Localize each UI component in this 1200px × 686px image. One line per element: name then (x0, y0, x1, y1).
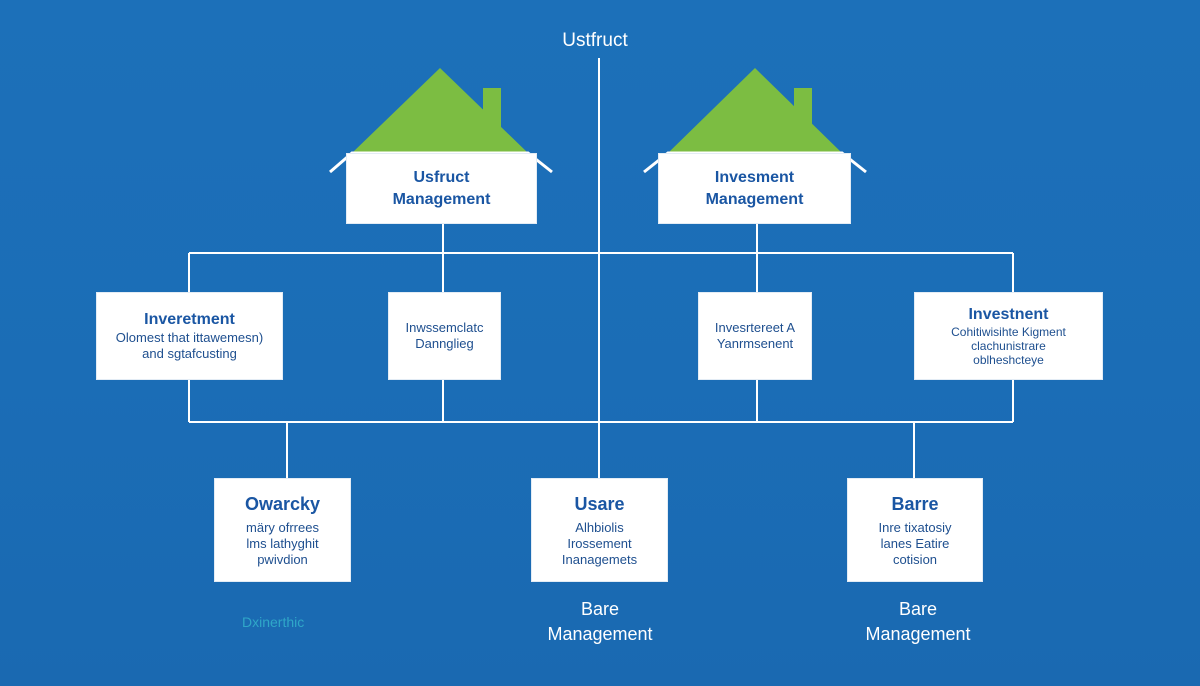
house-line2: Management (392, 190, 491, 208)
house-chimney-left (483, 88, 501, 128)
bottom-box-3: Barre Inre tixatosiy lanes Eatire cotisi… (847, 478, 983, 582)
box-text-line: and sgtafcusting (142, 346, 237, 361)
diagram-title: Ustfruct (562, 30, 628, 51)
house-box-usufruct-management: Usfruct Management (346, 153, 537, 224)
box-heading: Owarcky (244, 494, 321, 514)
house-line1: Invesment (714, 168, 795, 186)
middle-box-4: Investnent Cohitiwisihte Kigment clachun… (914, 292, 1103, 380)
caption-middle: Bare Management (520, 597, 680, 647)
house-line2: Management (705, 190, 804, 208)
house-box-investment-management: Invesment Management (658, 153, 851, 224)
box-text-line: lanes Eatire (880, 536, 950, 551)
box-heading: Usare (574, 494, 625, 514)
box-text-line: oblheshcteye (973, 353, 1044, 367)
caption-line1: Bare (898, 599, 938, 619)
box-text-line: Yanrmsenent (716, 336, 794, 351)
box-text-line: Cohitiwisihte Kigment (951, 325, 1066, 339)
box-text-line: clachunistrare (971, 339, 1046, 353)
faint-label: Dxinerthic (242, 614, 305, 630)
middle-box-1: Inveretment Olomest that ittawemesn) and… (96, 292, 283, 380)
caption-right: Bare Management (838, 597, 998, 647)
box-text-line: Dannglieg (415, 336, 474, 351)
box-heading: Investnent (968, 306, 1049, 323)
box-text-line: Inwssemclatc (405, 320, 484, 335)
box-text-line: Inre tixatosiy (878, 520, 952, 535)
middle-box-3: Invesrtereet A Yanrmsenent (698, 292, 812, 380)
box-text-line: Inanagemets (561, 552, 638, 567)
middle-box-2: Inwssemclatc Dannglieg (388, 292, 501, 380)
house-roof-right (668, 68, 842, 153)
box-heading: Inveretment (144, 311, 235, 328)
caption-line1: Bare (580, 599, 620, 619)
house-line1: Usfruct (413, 168, 470, 186)
box-text-line: Olomest that ittawemesn) (115, 330, 264, 345)
box-text-line: Irossement (567, 536, 632, 551)
box-text-line: cotision (892, 552, 938, 567)
house-roof-left (352, 68, 528, 153)
box-text-line: Alhbiolis (575, 520, 624, 535)
caption-line2: Management (547, 624, 653, 644)
box-text-line: pwivdion (257, 552, 308, 567)
bottom-box-2: Usare Alhbiolis Irossement Inanagemets (531, 478, 668, 582)
box-text-line: Invesrtereet A (714, 320, 796, 335)
box-text-line: lms lathyghit (246, 536, 319, 551)
box-text-line: märy ofrrees (246, 520, 319, 535)
box-heading: Barre (891, 494, 939, 514)
house-chimney-right (794, 88, 812, 128)
caption-line2: Management (865, 624, 971, 644)
bottom-box-1: Owarcky märy ofrrees lms lathyghit pwivd… (214, 478, 351, 582)
